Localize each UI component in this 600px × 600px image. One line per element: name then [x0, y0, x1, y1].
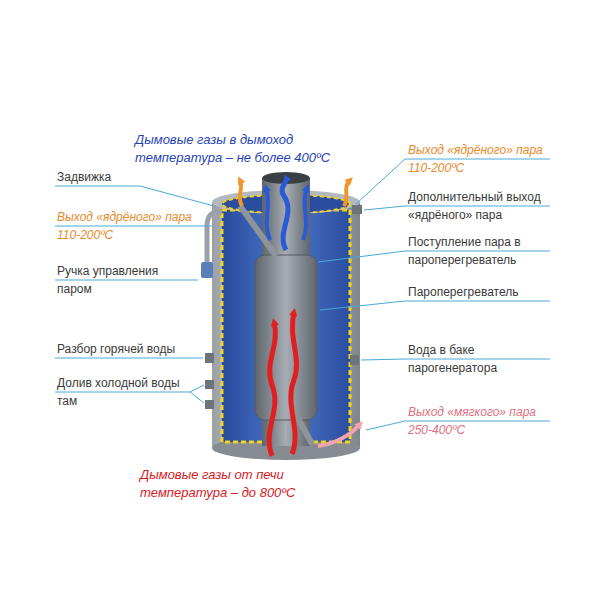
callout-label: Пароперегреватель [408, 283, 558, 301]
callout-label: Задвижка [57, 168, 177, 186]
callout-label: Поступление пара в пароперегреватель [408, 233, 558, 269]
callout-label: Вода в баке парогенератора [408, 341, 558, 377]
callout-label: Дополнительный выход «ядрёного» пара [408, 188, 558, 224]
callout-label: Долив холодной воды там [57, 374, 187, 410]
callout-label: Разбор горячей воды [57, 340, 197, 358]
callout-label: Дымовые газы в дымоход температура – не … [135, 131, 355, 167]
callout-label: Выход «ядрёного» пара 110-200ºС [57, 208, 197, 244]
callout-label: Выход «мягкого» пара 250-400ºС [408, 403, 558, 439]
callout-label: Дымовые газы от печи температура – до 80… [140, 466, 360, 502]
callout-label: Выход «ядрёного» пара 110-200ºС [408, 141, 558, 177]
callout-label: Ручка управления паром [57, 262, 192, 298]
